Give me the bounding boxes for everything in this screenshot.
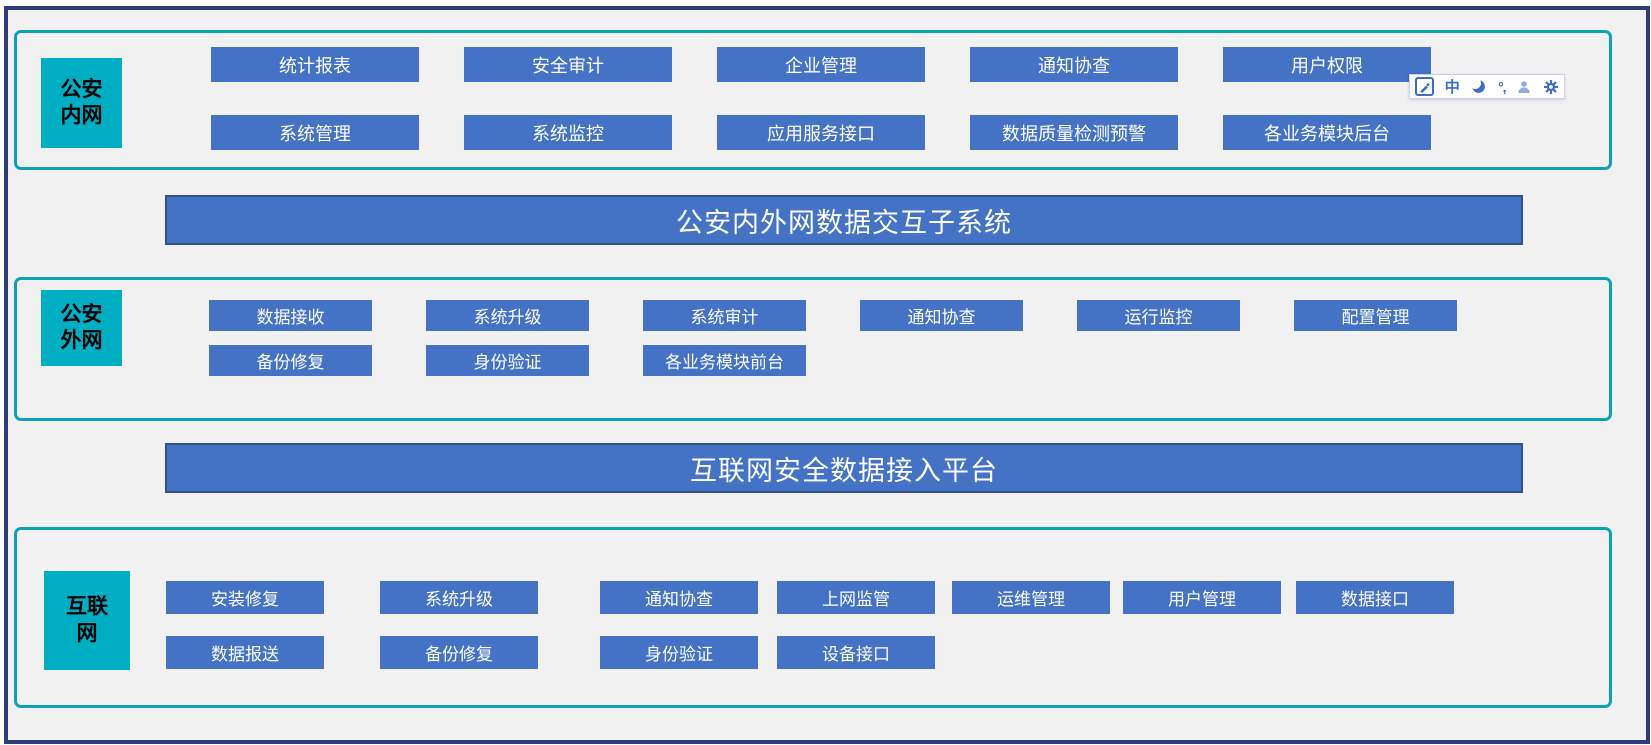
ime-user-icon[interactable]: [1516, 76, 1532, 97]
section-police-intranet: [14, 30, 1612, 170]
module-button[interactable]: 数据接收: [209, 300, 372, 331]
module-button[interactable]: 配置管理: [1294, 300, 1457, 331]
section-police-extranet: [14, 277, 1612, 421]
module-button[interactable]: 备份修复: [209, 345, 372, 376]
section-label-police-extranet: 公安 外网: [41, 290, 122, 366]
module-button[interactable]: 系统升级: [380, 581, 538, 614]
module-button[interactable]: 用户管理: [1123, 581, 1281, 614]
module-button[interactable]: 通知协查: [970, 47, 1178, 82]
ime-toolbar: 中 °,: [1409, 74, 1565, 99]
section-label-police-intranet: 公安 内网: [41, 58, 122, 148]
module-button[interactable]: 各业务模块后台: [1223, 115, 1431, 150]
banner-internet-security-access-platform: 互联网安全数据接入平台: [165, 443, 1523, 493]
module-button[interactable]: 数据接口: [1296, 581, 1454, 614]
module-button[interactable]: 系统升级: [426, 300, 589, 331]
module-button[interactable]: 通知协查: [600, 581, 758, 614]
module-button[interactable]: 运维管理: [952, 581, 1110, 614]
module-button[interactable]: 上网监管: [777, 581, 935, 614]
module-button[interactable]: 身份验证: [600, 636, 758, 669]
module-button[interactable]: 运行监控: [1077, 300, 1240, 331]
ime-chinese-mode-icon[interactable]: 中: [1444, 79, 1460, 96]
module-button[interactable]: 设备接口: [777, 636, 935, 669]
module-button[interactable]: 系统审计: [643, 300, 806, 331]
module-button[interactable]: 安全审计: [464, 47, 672, 82]
section-label-internet: 互联 网: [44, 571, 130, 670]
module-button[interactable]: 用户权限: [1223, 47, 1431, 82]
module-button[interactable]: 各业务模块前台: [643, 345, 806, 376]
module-button[interactable]: 数据质量检测预警: [970, 115, 1178, 150]
banner-title: 公安内外网数据交互子系统: [676, 207, 1012, 238]
module-button[interactable]: 企业管理: [717, 47, 925, 82]
module-button[interactable]: 系统管理: [211, 115, 419, 150]
module-button[interactable]: 应用服务接口: [717, 115, 925, 150]
module-button[interactable]: 数据报送: [166, 636, 324, 669]
ime-halfwidth-moon-icon[interactable]: [1470, 76, 1487, 97]
module-button[interactable]: 统计报表: [211, 47, 419, 82]
banner-title: 互联网安全数据接入平台: [690, 455, 998, 486]
section-internet: [14, 527, 1612, 708]
ime-settings-gear-icon[interactable]: [1543, 76, 1559, 97]
module-button[interactable]: 系统监控: [464, 115, 672, 150]
banner-data-exchange-subsystem: 公安内外网数据交互子系统: [165, 195, 1523, 245]
module-button[interactable]: 安装修复: [166, 581, 324, 614]
module-button[interactable]: 身份验证: [426, 345, 589, 376]
module-button[interactable]: 通知协查: [860, 300, 1023, 331]
module-button[interactable]: 备份修复: [380, 636, 538, 669]
ime-handwriting-pen-icon[interactable]: [1415, 77, 1434, 96]
ime-punctuation-icon[interactable]: °,: [1498, 78, 1506, 95]
